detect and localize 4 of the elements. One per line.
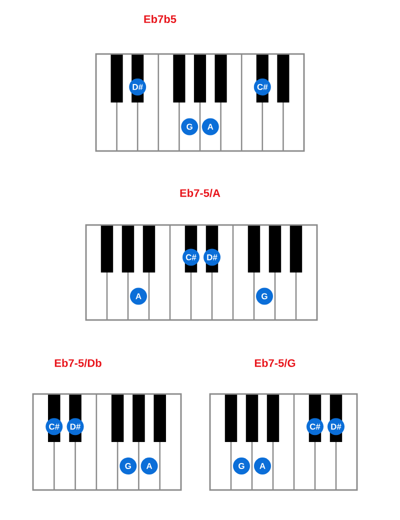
chord-title: Eb7-5/G bbox=[254, 358, 296, 368]
chord-title: Eb7-5/Db bbox=[54, 358, 102, 368]
chord-title: Eb7b5 bbox=[144, 14, 176, 24]
chord-title: Eb7-5/A bbox=[180, 188, 220, 198]
